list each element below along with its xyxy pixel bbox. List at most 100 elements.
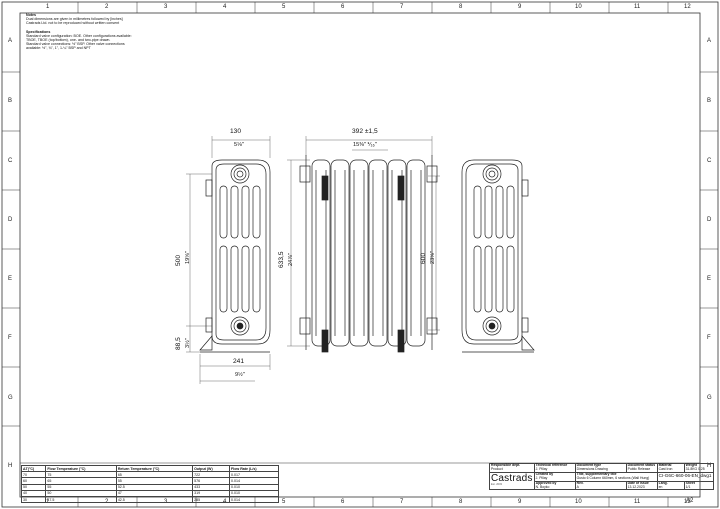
zone-col-12-bottom: 12: [684, 499, 691, 505]
logo-subtitle: Est. 2003: [491, 483, 502, 487]
zone-row-h: H: [8, 463, 13, 469]
tb-label: Rev.: [576, 480, 584, 485]
zone-col-8-bottom: 8: [459, 499, 463, 505]
tb-date: Date of issue 13.12.2023: [625, 480, 658, 491]
tb-logo-cell: Castrads Est. 2003: [489, 471, 535, 491]
zone-row-c: C: [8, 158, 13, 164]
dim-connection-mm: 600: [420, 252, 427, 264]
zone-row-g-right: G: [707, 395, 712, 401]
zone-col-6: 6: [341, 4, 345, 10]
tb-document-status: Document status Public Release: [625, 463, 658, 473]
zone-row-b-right: B: [707, 98, 712, 104]
zone-row-a-right: A: [707, 38, 712, 44]
tb-value: Gusto 6 Column 660mm, 6 sections (Wall H…: [576, 475, 650, 480]
zone-row-e-right: E: [707, 276, 712, 282]
tb-value: Dimensions Drawing: [576, 466, 608, 471]
zone-col-2: 2: [105, 4, 109, 10]
tb-value: 1/1: [685, 484, 691, 489]
tb-value: J. Pillay: [535, 466, 548, 471]
zone-row-f-right: F: [707, 335, 711, 341]
tb-sheet: Sheet 1/1: [683, 480, 714, 491]
zone-col-10-bottom: 10: [575, 499, 582, 505]
zone-row-b: B: [8, 98, 13, 104]
zone-row-g: G: [8, 395, 13, 401]
zone-col-5-bottom: 5: [282, 499, 286, 505]
tb-drawing-number: CI-G6C-660-06-EN_dwg1: [656, 471, 714, 482]
tb-value: N. Boyko: [535, 484, 550, 489]
zone-row-a: A: [8, 38, 13, 44]
notes-heading: Notes: [26, 13, 36, 17]
zone-col-1: 1: [46, 4, 50, 10]
zone-col-8: 8: [459, 4, 463, 10]
dim-floor-in: 3½": [185, 338, 191, 348]
dim-centres-mm: 500: [175, 254, 182, 266]
zone-row-d: D: [8, 217, 13, 223]
side-view-right: [461, 159, 535, 353]
drawing-notes: Notes Dual dimensions are given in milli…: [26, 13, 132, 50]
tb-label: Material: [658, 463, 672, 467]
zone-col-11: 11: [634, 4, 641, 10]
zone-col-6-bottom: 6: [341, 499, 345, 505]
zone-col-3: 3: [164, 4, 168, 10]
dim-floor-mm: 88,5: [175, 337, 182, 350]
tb-approved-by: Approved by N. Boyko: [533, 480, 576, 491]
dim-height-in: 24⅞": [288, 253, 294, 266]
tb-value: en: [658, 484, 663, 489]
front-view: [299, 155, 438, 353]
spec-line: TBOE, TBOE (top/bottom), one- and two-pi…: [26, 37, 111, 42]
tb-label: Lang.: [658, 480, 668, 485]
tb-value: 13.12.2023: [627, 484, 645, 489]
tb-scale: 0.25: [698, 466, 705, 471]
tb-label: Document type: [576, 463, 602, 467]
tb-value: Cast Iron: [658, 466, 673, 471]
tb-label: Title, supplementary title: [576, 471, 617, 476]
zone-row-c-right: C: [707, 158, 712, 164]
table-cell: 42.5: [115, 495, 194, 504]
tb-lang: Lang. en: [656, 480, 685, 491]
tb-technical-reference: Technical reference J. Pillay: [533, 463, 576, 473]
zone-col-11-bottom: 11: [634, 499, 641, 505]
table-cell: 30: [20, 495, 47, 504]
dimension-lines-front: [287, 136, 440, 347]
tb-created-by: Created by J. Pillay: [533, 471, 576, 482]
zone-row-d-right: D: [707, 217, 712, 223]
table-cell: 47.5: [45, 495, 117, 504]
paper-size: A2: [686, 498, 694, 504]
dim-depth-in: 5⅛": [234, 142, 244, 148]
tb-label: Approved by: [535, 480, 557, 485]
dim-height-mm: 633,5: [278, 251, 285, 268]
table-row: 30 47.5 42.5 285 0.014: [20, 495, 279, 504]
tb-title: Title, supplementary title Gusto 6 Colum…: [574, 471, 658, 482]
tb-responsible-dept: Responsible dept. Product: [489, 463, 535, 473]
tb-material: Material Cast Iron: [656, 463, 685, 473]
output-table: ΔT(°C) Flow Temperature (°C) Return Temp…: [20, 464, 279, 504]
tb-label: Weight: [685, 463, 697, 467]
tb-value: Product: [491, 466, 503, 471]
zone-col-9: 9: [518, 4, 522, 10]
tb-value: 31.8KG: [685, 466, 698, 471]
specifications-heading: Specifications: [26, 29, 51, 34]
zone-col-7-bottom: 7: [400, 499, 404, 505]
tb-label: Created by: [535, 471, 554, 476]
notes-line: Castrads Ltd. not to be reproduced witho…: [26, 21, 120, 26]
zone-col-9-bottom: 9: [518, 499, 522, 505]
zone-col-12: 12: [684, 4, 691, 10]
tb-label: Document status: [627, 463, 656, 467]
side-view-left: [199, 159, 271, 353]
tb-label: Responsible dept.: [491, 463, 521, 467]
zone-col-7: 7: [400, 4, 404, 10]
table-cell: 285: [192, 495, 231, 504]
spec-line: Standard valve configuration: BOE. Other…: [26, 33, 132, 38]
zone-row-e: E: [8, 276, 13, 282]
dim-width-mm: 392 ±1,5: [352, 128, 378, 135]
zone-row-f: F: [8, 335, 12, 341]
tb-label: Date of issue: [627, 480, 649, 485]
dim-depth-mm: 130: [230, 128, 242, 135]
tb-rev: Rev. A: [574, 480, 627, 491]
table-cell: 0.014: [229, 495, 279, 504]
zone-col-10: 10: [575, 4, 582, 10]
castrads-logo: Castrads: [491, 472, 533, 484]
